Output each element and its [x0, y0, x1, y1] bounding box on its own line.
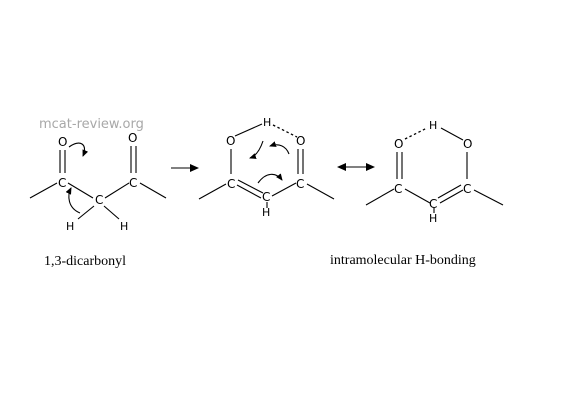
atom-c1: C [58, 176, 66, 190]
structure-enol-hbonded: O O H C C C H [365, 119, 504, 225]
bond-c1-c2 [67, 182, 94, 199]
atom-c3: C [463, 182, 471, 196]
atom-o-right: O [128, 131, 137, 145]
bond-c2-c3-b [437, 184, 462, 199]
atom-o-right: O [296, 134, 305, 148]
bond-methyl-left [198, 183, 227, 200]
double-arrow-head-left [337, 163, 346, 171]
bond-c1-c2-a [236, 184, 262, 199]
watermark-text: mcat-review.org [39, 117, 144, 132]
curly-arrow-cc-shift [257, 173, 283, 184]
double-arrow-head-right [366, 163, 375, 171]
structure-dicarbonyl: O O C C C H H [29, 131, 167, 233]
bond-methyl-right [139, 182, 167, 199]
bond-c2-h-right [103, 205, 120, 220]
bond-o-h [440, 127, 464, 141]
atom-h-left: H [66, 220, 74, 233]
bond-methyl-left [365, 188, 395, 206]
caption-dicarbonyl: 1,3-dicarbonyl [44, 254, 126, 269]
atom-h-bottom: H [262, 206, 270, 219]
atom-h-top: H [429, 119, 437, 132]
atom-c3: C [129, 176, 137, 190]
bond-c2-c3 [271, 182, 297, 197]
bond-c2-c3 [104, 182, 130, 199]
atom-c2: C [429, 197, 437, 211]
resonance-double-arrow [337, 163, 375, 171]
atom-c2: C [95, 193, 103, 207]
caption-intramolecular-h-bonding: intramolecular H-bonding [330, 253, 476, 268]
atom-c1: C [227, 177, 235, 191]
atom-h-top: H [263, 116, 271, 129]
atom-c1: C [394, 182, 402, 196]
bond-o-h [234, 123, 263, 137]
atom-o-left: O [58, 135, 67, 149]
atom-c3: C [296, 177, 304, 191]
curly-arrow-o-to-h [269, 141, 290, 155]
reaction-arrow-head [190, 164, 199, 172]
reaction-arrow [171, 164, 199, 172]
bond-methyl-right [473, 189, 504, 206]
bond-methyl-right [306, 183, 335, 200]
atom-o-right: O [463, 137, 472, 151]
atom-h-right: H [120, 220, 128, 233]
curly-arrow-ch-to-cc [65, 187, 81, 214]
curly-arrow-pi-to-oxygen [68, 142, 89, 157]
bond-c2-h-left [77, 205, 95, 220]
atom-o-left: O [226, 134, 235, 148]
hydrogen-bond-dashed [404, 127, 428, 140]
structure-enol-arrows: O O H C C C H [198, 116, 335, 219]
atom-c2: C [262, 190, 270, 204]
curly-arrow-oh-to-oxygen [249, 140, 264, 159]
bond-c2-c3-a [439, 189, 464, 204]
bond-methyl-left [29, 182, 58, 199]
bond-c1-c2-b [237, 179, 264, 194]
atom-h-bottom: H [429, 212, 437, 225]
atom-o-left: O [394, 137, 403, 151]
hydrogen-bond-dashed [272, 124, 298, 138]
bond-c1-c2 [404, 188, 431, 204]
